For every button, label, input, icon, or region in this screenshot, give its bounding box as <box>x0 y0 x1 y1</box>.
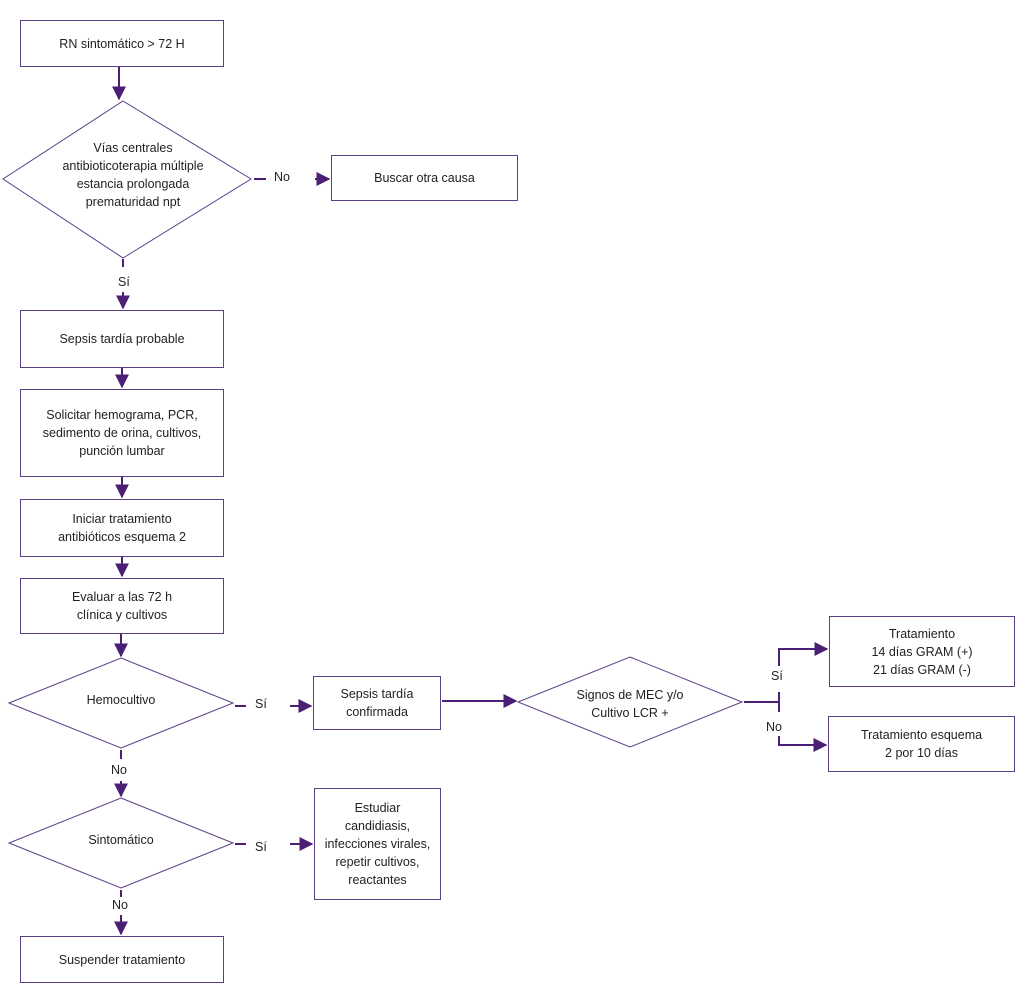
label-factores-si: Sí <box>118 275 130 289</box>
label-hemocultivo-no: No <box>111 763 127 777</box>
solicitar-examenes-box: Solicitar hemograma, PCR, sedimento de o… <box>20 389 224 477</box>
sepsis-confirmada-box: Sepsis tardía confirmada <box>313 676 441 730</box>
rn-sintomatico-box: RN sintomático > 72 H <box>20 20 224 67</box>
iniciar-tratamiento-box: Iniciar tratamiento antibióticos esquema… <box>20 499 224 557</box>
signos-mec-diamond <box>516 656 744 748</box>
evaluar-72h-box: Evaluar a las 72 h clínica y cultivos <box>20 578 224 634</box>
buscar-otra-causa-box: Buscar otra causa <box>331 155 518 201</box>
arrow-signos-no <box>778 736 828 752</box>
hemocultivo-diamond <box>7 657 235 749</box>
label-sintomatico-no: No <box>112 898 128 912</box>
sepsis-probable-box: Sepsis tardía probable <box>20 310 224 368</box>
suspender-box: Suspender tratamiento <box>20 936 224 983</box>
tratamiento-gram-box: Tratamiento 14 días GRAM (+) 21 días GRA… <box>829 616 1015 687</box>
label-sintomatico-si: Sí <box>255 840 267 854</box>
label-factores-no: No <box>274 170 290 184</box>
estudiar-box: Estudiar candidiasis, infecciones virale… <box>314 788 441 900</box>
tratamiento-esquema-box: Tratamiento esquema 2 por 10 días <box>828 716 1015 772</box>
label-signos-no: No <box>766 720 782 734</box>
sintomatico-text: Sintomático <box>88 833 154 847</box>
label-hemocultivo-si: Sí <box>255 697 267 711</box>
factores-riesgo-diamond <box>2 100 252 259</box>
hemocultivo-text: Hemocultivo <box>86 693 156 707</box>
label-signos-si: Sí <box>771 669 783 683</box>
arrow-signos-si <box>778 642 829 666</box>
factores-riesgo-text: Vías centrales antibioticoterapia múltip… <box>62 141 204 209</box>
signos-mec-text: Signos de MEC y/o Cultivo LCR + <box>576 688 684 720</box>
sintomatico-diamond <box>7 797 235 889</box>
